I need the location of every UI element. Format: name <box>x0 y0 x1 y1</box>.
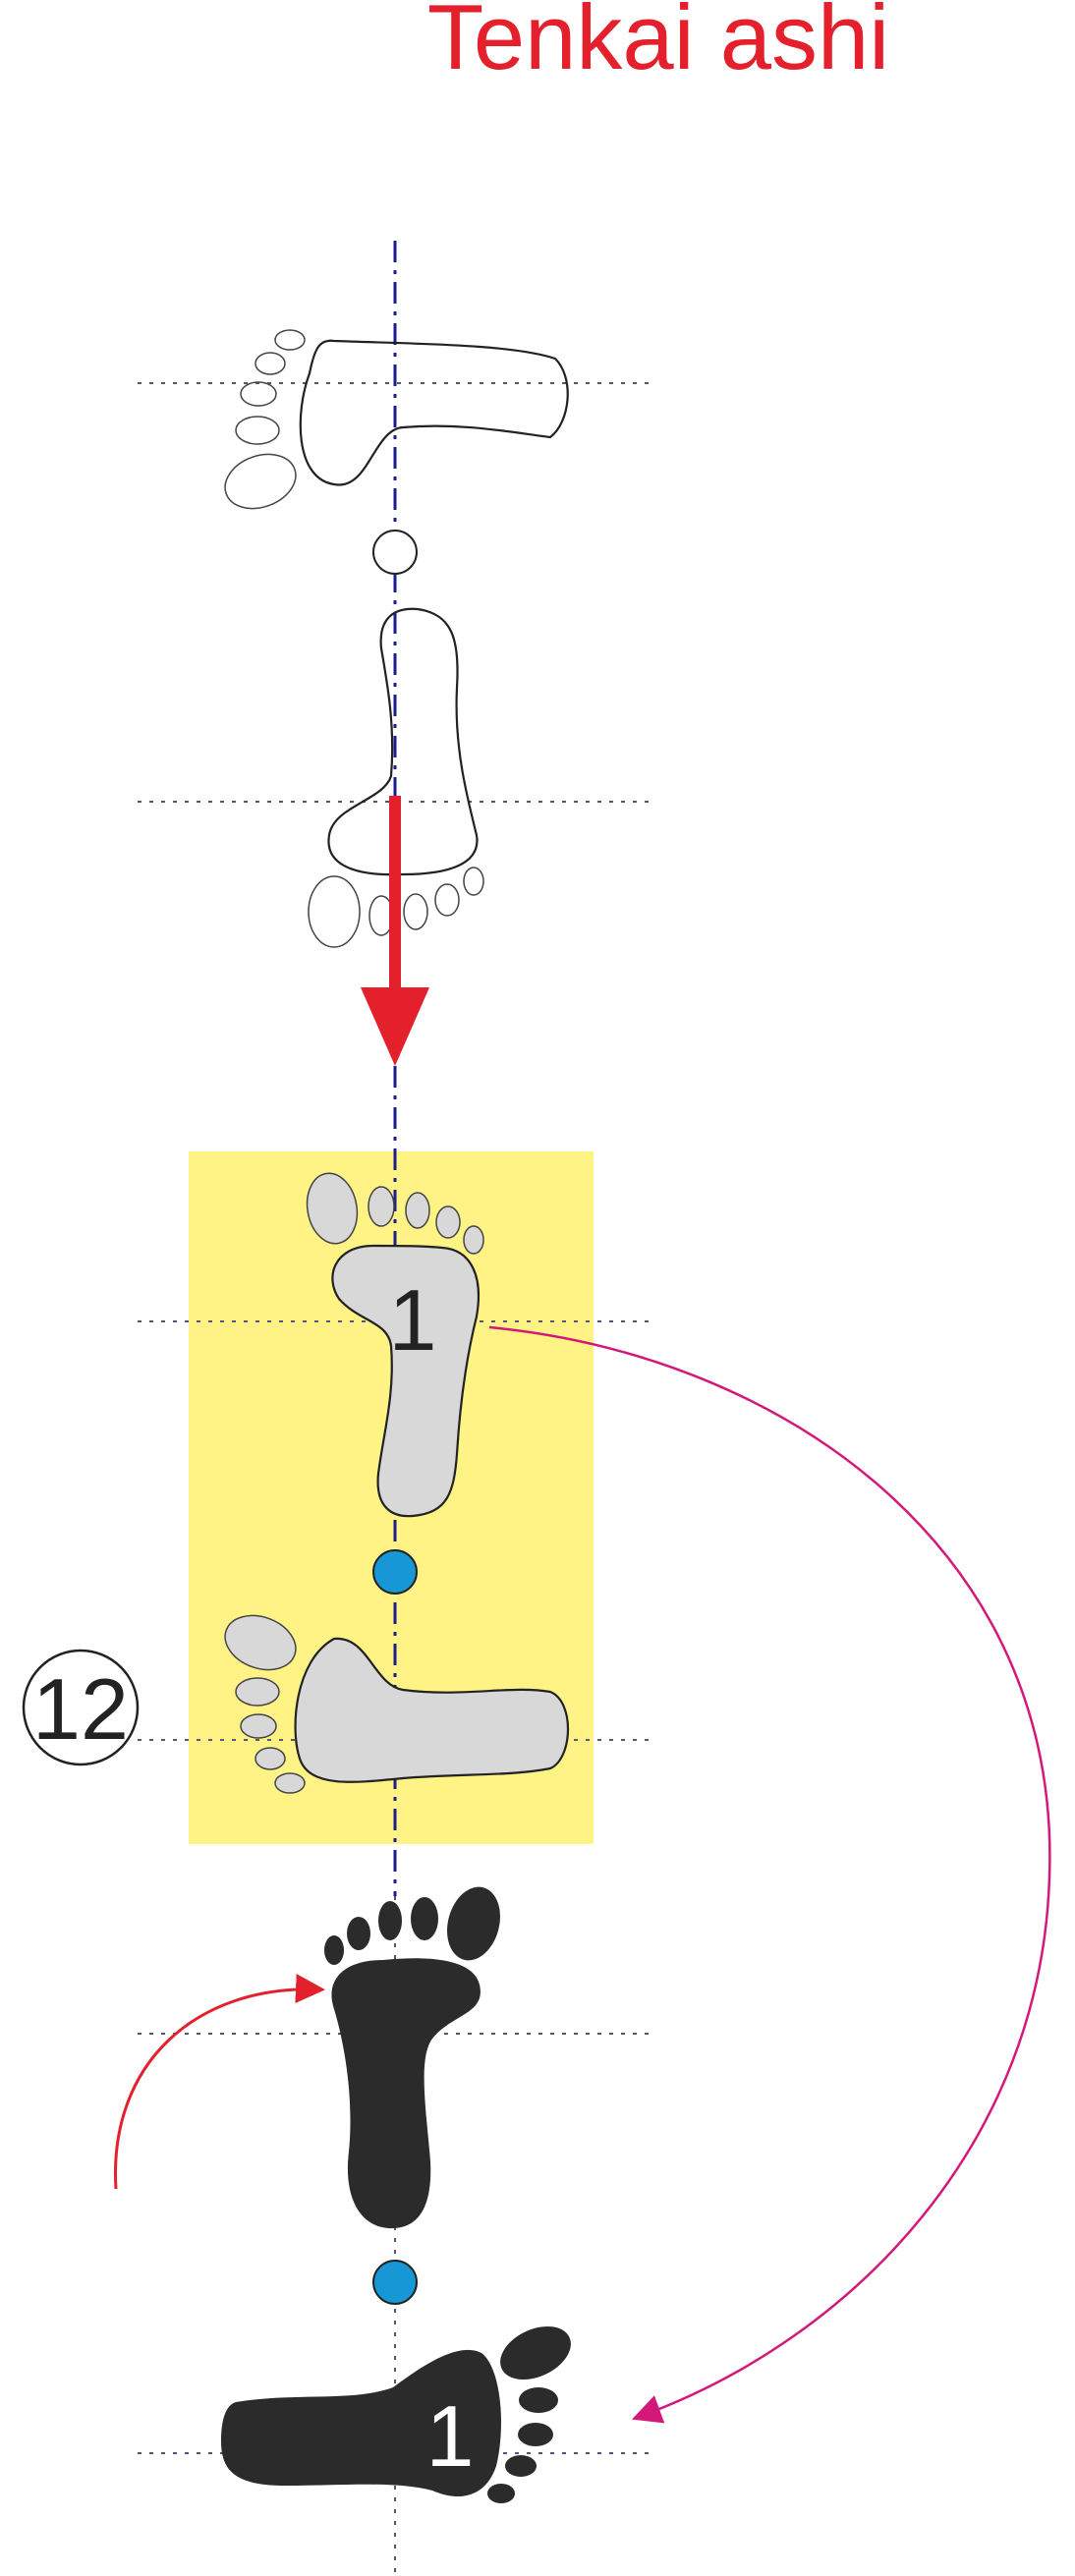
foot-dark-icon <box>324 1886 500 2229</box>
foot-grey-icon <box>331 1244 481 1518</box>
rotation-arrow <box>114 1974 325 2190</box>
pivot-outline-icon <box>372 530 418 575</box>
foot-grey-toes <box>224 1614 306 1794</box>
foot-dark-icon <box>221 2325 571 2503</box>
diagram-title: Tenkai ashi <box>427 0 889 88</box>
count-badge-circle <box>22 1649 140 1766</box>
foot-outline-icon <box>327 607 479 876</box>
foot-dark-toe <box>324 1935 344 1965</box>
foot-dark-toe <box>411 1897 438 1940</box>
foot-dark-toe <box>378 1901 402 1940</box>
foot-dark-toe <box>505 2455 537 2477</box>
foot-outline-icon <box>299 339 569 486</box>
swing-arrow <box>488 1325 1051 2424</box>
foot-grey-icon <box>294 1637 570 1783</box>
step-number-end: 1 <box>426 2387 475 2485</box>
pivot-dot-icon <box>372 2260 418 2305</box>
count-badge: 12 <box>32 1660 129 1758</box>
foot-dark-toe <box>519 2387 558 2413</box>
foot-dark-toe <box>500 2325 571 2380</box>
foot-dark-toe <box>518 2423 553 2446</box>
pivot-dot-icon <box>372 1549 418 1595</box>
foot-dark-toe <box>347 1917 370 1950</box>
foot-dark-toe <box>447 1886 500 1961</box>
step-number-main: 1 <box>389 1271 437 1369</box>
foot-dark-toe <box>487 2484 515 2503</box>
foot-grey-toes <box>306 1172 484 1255</box>
foot-outline-toes <box>224 329 306 510</box>
move-down-arrow <box>361 796 429 1066</box>
